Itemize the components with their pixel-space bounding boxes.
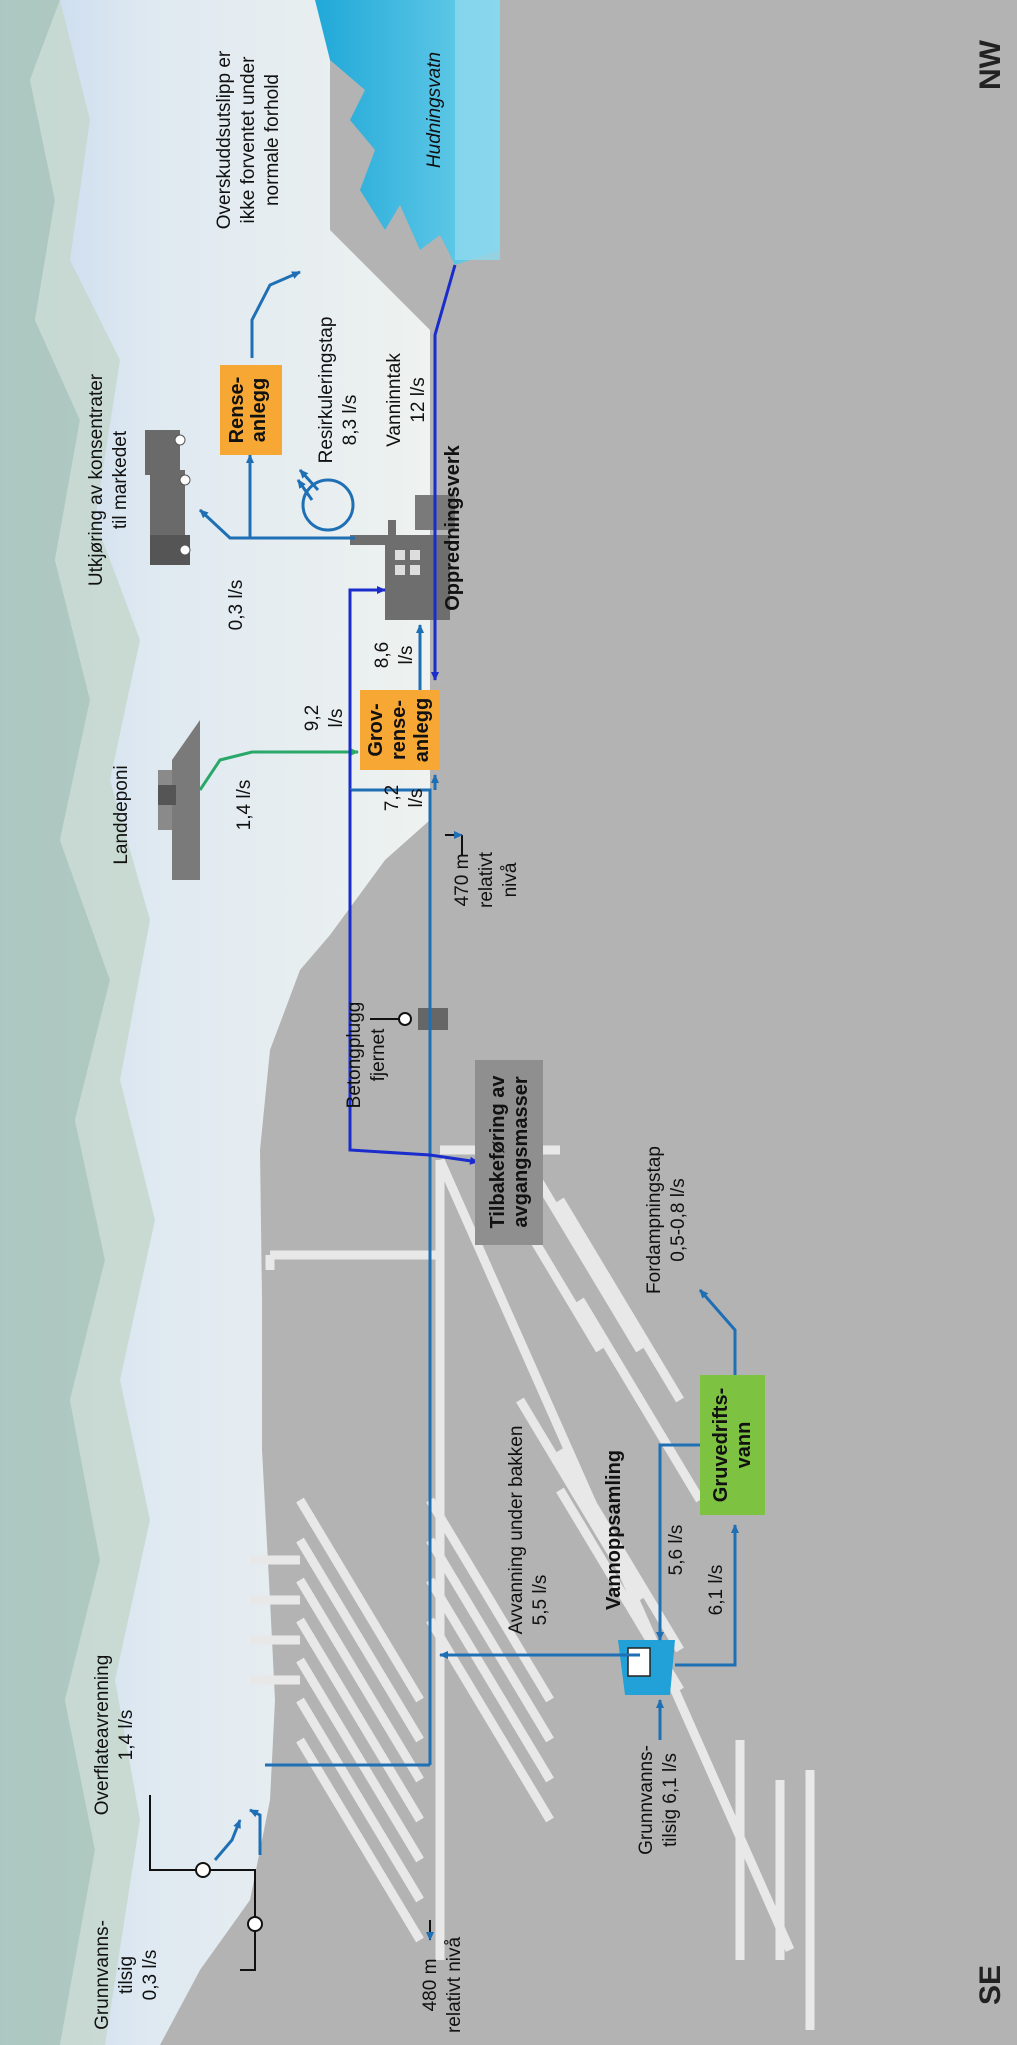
level-480-line1: 480 m — [420, 1959, 441, 2012]
lake-name: Hudningsvatn — [424, 52, 445, 168]
gw-top-marker — [247, 1916, 263, 1932]
level-470-line3: nivå — [500, 862, 521, 897]
grov-box-line2: rense- — [388, 700, 410, 760]
surface-runoff-line1: Overflateavrenning — [92, 1655, 113, 1816]
flow-evaporation — [698, 1289, 737, 1375]
evaporation-line2: 0,5-0,8 l/s — [668, 1178, 689, 1261]
backfill-line2: avgangsmasser — [510, 1076, 532, 1227]
landfill-flow: 1,4 l/s — [234, 780, 255, 831]
runoff-leader — [149, 1795, 200, 1871]
lake-edge — [455, 0, 500, 260]
gruvedrift-box-line1: Gruvedrifts- — [710, 1388, 732, 1502]
flow-56: 5,6 l/s — [666, 1525, 687, 1576]
runoff-marker — [195, 1862, 211, 1878]
export-flow: 0,3 l/s — [226, 580, 247, 631]
flow-92-line2: l/s — [326, 709, 347, 728]
flow-water-intake — [431, 264, 457, 681]
level-470-line2: relativt — [476, 851, 497, 908]
rense-box-line1: Rense- — [226, 377, 248, 444]
gw-mine-line2: tilsig 6,1 l/s — [660, 1753, 681, 1847]
recirc-loss-arrow-2 — [296, 479, 314, 501]
backfill-line1: Tilbakeføring av — [487, 1075, 509, 1229]
level-470-line1: 470 m — [452, 854, 473, 907]
evaporation-line1: Fordampningstap — [644, 1146, 665, 1294]
landfill-label: Landdeponi — [111, 765, 132, 864]
sump-icon — [618, 1640, 675, 1695]
underground-line2: 5,5 l/s — [530, 1575, 551, 1626]
flow-72-line2: l/s — [406, 789, 427, 808]
plug-line1: Betongplugg — [344, 1002, 365, 1109]
gw-top-line1: Grunnvanns- — [92, 1920, 113, 2030]
water-intake-line1: Vanninntak — [384, 353, 405, 447]
flow-86-line1: 8,6 — [372, 642, 393, 668]
export-line1: Utkjøring av konsentrater — [86, 373, 107, 586]
flow-main-return — [350, 788, 432, 1765]
rense-box-line2: anlegg — [248, 378, 270, 442]
backfill-box — [475, 1060, 543, 1245]
recirc-loss-line2: 8,3 l/s — [340, 395, 361, 446]
flow-export — [198, 508, 355, 540]
flow-86-line2: l/s — [396, 646, 417, 665]
grov-box-line1: Grov- — [365, 703, 387, 756]
recirc-loss-arrow-1 — [298, 468, 320, 492]
flow-gw-top — [213, 1819, 242, 1861]
export-line2: til markedet — [110, 430, 131, 529]
underground-line1: Avvanning under bakken — [506, 1426, 527, 1635]
flow-gruve-to-sump — [656, 1443, 700, 1641]
landfill-icon — [158, 720, 200, 880]
mountain-ridge — [30, 0, 155, 2045]
surface-runoff-line2: 1,4 l/s — [116, 1710, 137, 1761]
gw-top-line3: 0,3 l/s — [140, 1950, 161, 2001]
grov-box-line3: anlegg — [411, 698, 433, 762]
water-intake-line2: 12 l/s — [408, 377, 429, 422]
compass-se: SE — [974, 1965, 1007, 2005]
gruvedrift-box — [700, 1375, 765, 1515]
recirc-loss-line1: Resirkuleringstap — [316, 317, 337, 464]
flow-surface-runoff — [249, 1808, 262, 1855]
flow-92-line1: 9,2 — [302, 705, 323, 731]
gw-top-line2: tilsig — [116, 1956, 137, 1994]
grov-box — [360, 690, 440, 770]
gw-mine-line1: Grunnvanns- — [636, 1745, 657, 1855]
truck-icon — [145, 430, 191, 565]
flow-sump-to-gruve — [675, 1524, 739, 1667]
plug-line2: fjernet — [368, 1028, 389, 1082]
lake — [315, 0, 500, 265]
overflow-line3: normale forhold — [262, 74, 283, 206]
rense-box — [220, 365, 282, 455]
mountains — [0, 0, 110, 2045]
flow-landfill — [198, 748, 359, 791]
compass-nw: NW — [974, 39, 1007, 90]
plug-marker — [398, 1012, 412, 1026]
flow-grov-to-plant — [348, 586, 386, 790]
flow-overflow — [250, 270, 301, 358]
plant-label: Oppredningsverk — [442, 444, 464, 610]
flow-72-line1: 7,2 — [382, 785, 403, 811]
flow-backfill — [348, 790, 479, 1165]
concrete-plug — [418, 1008, 448, 1030]
flow-61: 6,1 l/s — [706, 1565, 727, 1616]
level-480-line2: relativt nivå — [444, 1937, 465, 2034]
overflow-line2: ikke forventet under — [238, 56, 259, 224]
recirc-loop — [301, 478, 355, 532]
gruvedrift-box-line2: vann — [733, 1422, 755, 1469]
overflow-line1: Overskuddsutslipp er — [214, 50, 235, 229]
water-collection-label: Vannoppsamling — [603, 1450, 625, 1610]
